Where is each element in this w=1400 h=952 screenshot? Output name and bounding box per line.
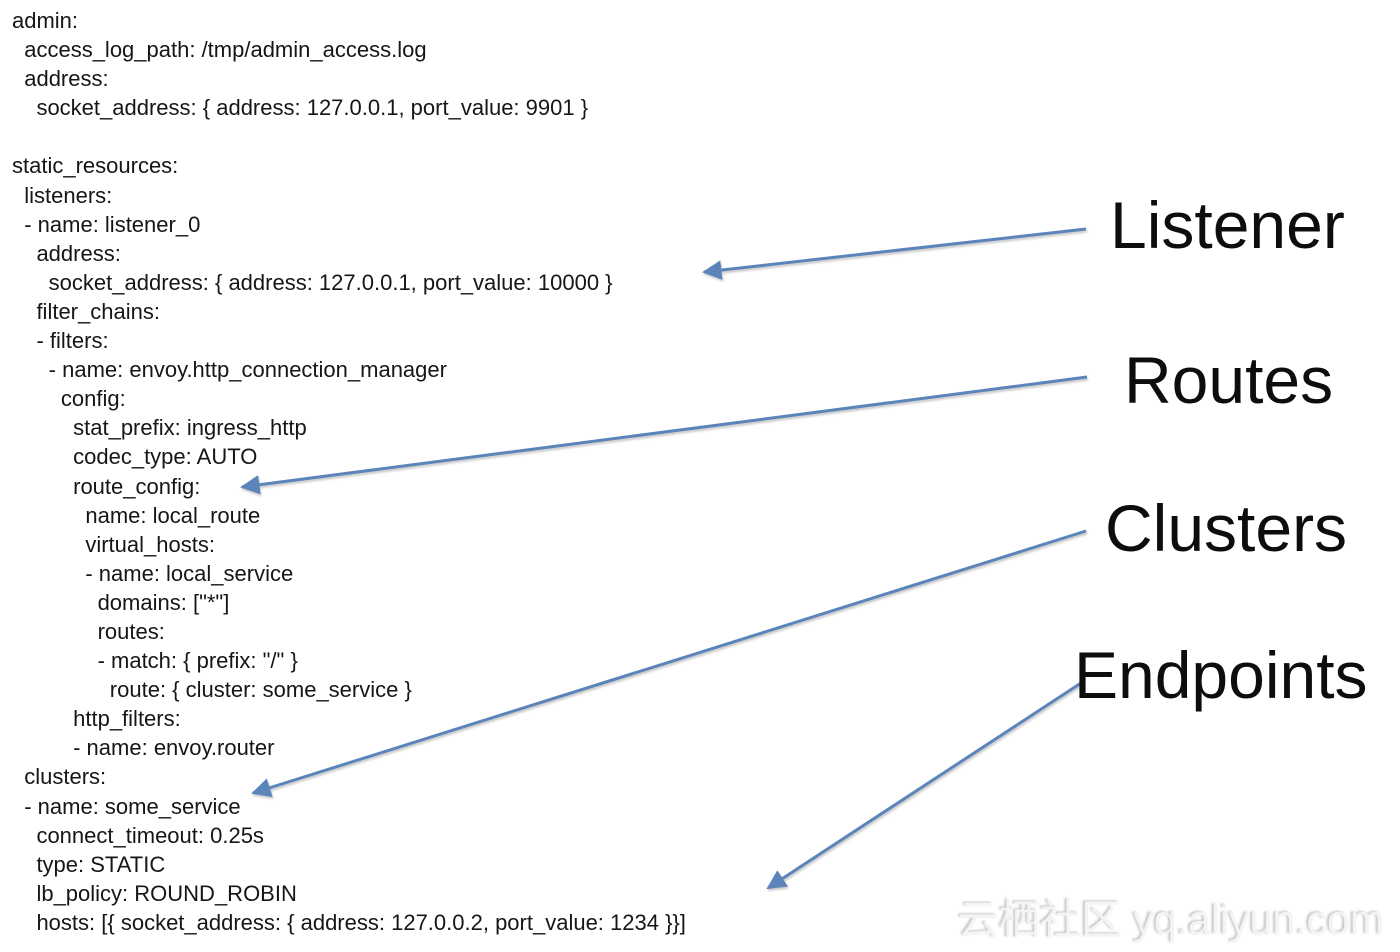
yaml-line: hosts: [{ socket_address: { address: 127… (12, 909, 686, 935)
label-listener: Listener (1110, 188, 1345, 262)
yaml-line: type: STATIC (12, 851, 166, 877)
yaml-line: address: (12, 240, 121, 266)
yaml-line: - filters: (12, 328, 109, 354)
yaml-line: stat_prefix: ingress_http (12, 415, 307, 441)
yaml-line: - name: listener_0 (12, 211, 201, 237)
yaml-line: domains: ["*"] (12, 589, 230, 615)
yaml-line: lb_policy: ROUND_ROBIN (12, 880, 297, 906)
yaml-line: socket_address: { address: 127.0.0.1, po… (12, 269, 613, 295)
yaml-line: route: { cluster: some_service } (12, 677, 412, 703)
yaml-line: filter_chains: (12, 298, 160, 324)
label-endpoints: Endpoints (1074, 638, 1368, 712)
endpoints-arrow (766, 681, 1082, 890)
yaml-line: - name: some_service (12, 793, 241, 819)
yaml-line: static_resources: (12, 153, 179, 179)
yaml-line: connect_timeout: 0.25s (12, 822, 264, 848)
label-clusters: Clusters (1105, 491, 1348, 565)
yaml-line: socket_address: { address: 127.0.0.1, po… (12, 95, 589, 121)
yaml-line: name: local_route (12, 502, 261, 528)
yaml-line: - match: { prefix: "/" } (12, 648, 298, 674)
envoy-yaml-config: admin: access_log_path: /tmp/admin_acces… (12, 6, 686, 937)
label-routes: Routes (1124, 343, 1334, 417)
yaml-line: - name: local_service (12, 560, 294, 586)
yaml-line: codec_type: AUTO (12, 444, 258, 470)
yaml-line: virtual_hosts: (12, 531, 215, 557)
watermark: 云栖社区 yq.aliyun.com (957, 897, 1384, 943)
yaml-line: admin: (12, 8, 79, 33)
listener-arrow (702, 227, 1087, 280)
yaml-line: clusters: (12, 764, 107, 790)
yaml-line: listeners: (12, 182, 113, 208)
yaml-line: access_log_path: /tmp/admin_access.log (12, 37, 427, 63)
yaml-line: route_config: (12, 473, 201, 499)
yaml-line: - name: envoy.http_connection_manager (12, 357, 447, 383)
yaml-line (12, 122, 686, 151)
yaml-line: routes: (12, 618, 165, 644)
yaml-line: address: (12, 66, 109, 92)
yaml-line: config: (12, 386, 126, 412)
yaml-line: - name: envoy.router (12, 735, 275, 761)
yaml-line: http_filters: (12, 706, 181, 732)
